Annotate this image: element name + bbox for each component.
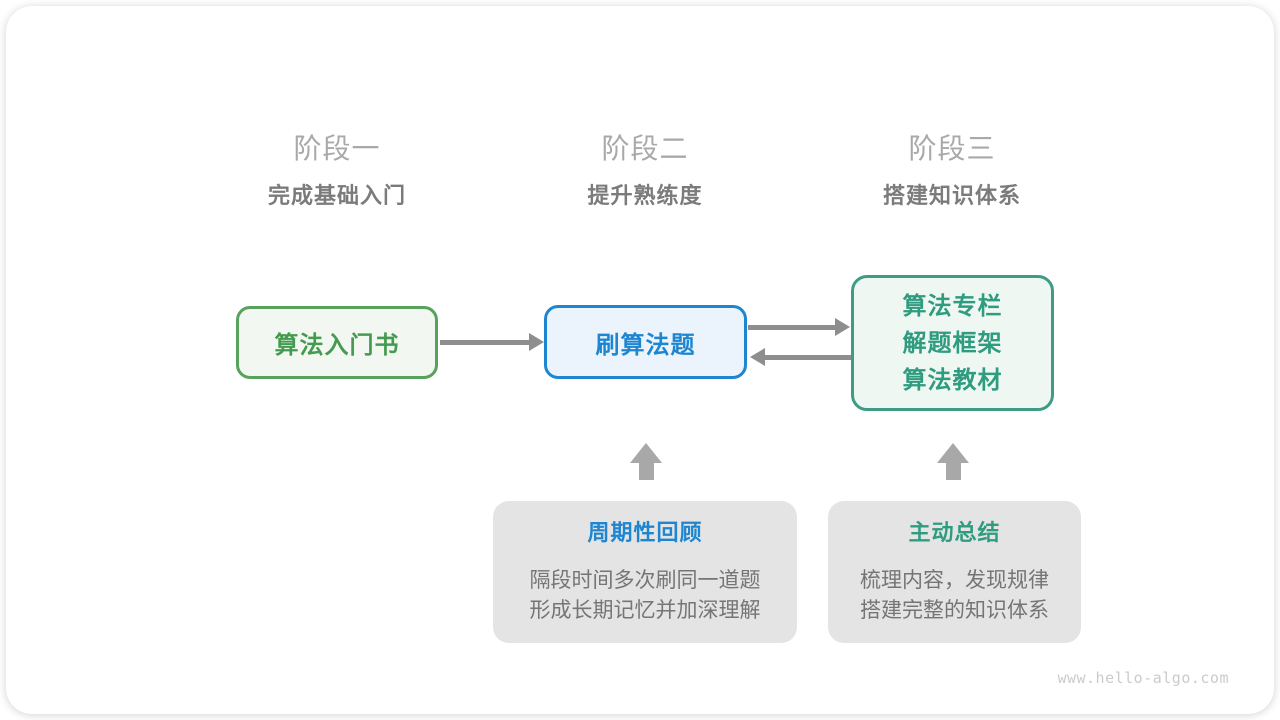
resource-line: 算法专栏 <box>902 292 1003 320</box>
up-arrow-review-head <box>630 443 662 463</box>
arrow-resources-to-practice-head-icon <box>750 348 765 366</box>
stage-3-header: 阶段三 搭建知识体系 <box>842 132 1062 209</box>
stage-1-subtitle: 完成基础入门 <box>267 183 406 208</box>
watermark: www.hello-algo.com <box>1057 669 1229 687</box>
node-resources: 算法专栏 解题框架 算法教材 <box>851 275 1054 411</box>
stage-3-label: 阶段三 <box>908 133 996 164</box>
callout-summary-body: 梳理内容，发现规律 搭建完整的知识体系 <box>828 566 1081 626</box>
arrow-practice-to-resources <box>748 325 836 330</box>
up-arrow-summary-icon <box>937 443 969 480</box>
resource-line: 解题框架 <box>902 329 1003 357</box>
node-practice: 刷算法题 <box>544 305 747 379</box>
callout-summary-title: 主动总结 <box>908 520 1001 545</box>
arrow-practice-to-resources-head-icon <box>835 318 850 336</box>
stage-3-subtitle: 搭建知识体系 <box>882 183 1021 208</box>
stage-2-label: 阶段二 <box>601 133 689 164</box>
up-arrow-review-stem <box>638 463 654 480</box>
stage-1-label: 阶段一 <box>293 133 381 164</box>
up-arrow-review-icon <box>630 443 662 480</box>
callout-review-body: 隔段时间多次刷同一道题 形成长期记忆并加深理解 <box>493 566 797 626</box>
callout-body-line: 搭建完整的知识体系 <box>860 599 1049 622</box>
up-arrow-summary-stem <box>945 463 961 480</box>
node-intro-book: 算法入门书 <box>236 306 438 379</box>
node-intro-book-label: 算法入门书 <box>274 332 400 359</box>
stage-2-header: 阶段二 提升熟练度 <box>535 132 755 209</box>
diagram-card: 阶段一 完成基础入门 阶段二 提升熟练度 阶段三 搭建知识体系 算法入门书 刷算… <box>6 6 1274 714</box>
callout-body-line: 梳理内容，发现规律 <box>860 569 1049 592</box>
callout-review: 周期性回顾 隔段时间多次刷同一道题 形成长期记忆并加深理解 <box>493 501 797 643</box>
stage-1-header: 阶段一 完成基础入门 <box>227 132 447 209</box>
stage-2-subtitle: 提升熟练度 <box>587 183 703 208</box>
arrow-intro-to-practice-head-icon <box>529 333 544 351</box>
arrow-intro-to-practice <box>440 340 530 345</box>
callout-body-line: 形成长期记忆并加深理解 <box>529 599 761 622</box>
resource-line: 算法教材 <box>902 366 1003 394</box>
callout-body-line: 隔段时间多次刷同一道题 <box>529 569 761 592</box>
up-arrow-summary-head <box>937 443 969 463</box>
callout-summary: 主动总结 梳理内容，发现规律 搭建完整的知识体系 <box>828 501 1081 643</box>
node-practice-label: 刷算法题 <box>595 331 696 359</box>
callout-review-title: 周期性回顾 <box>587 520 703 545</box>
arrow-resources-to-practice <box>765 355 851 360</box>
